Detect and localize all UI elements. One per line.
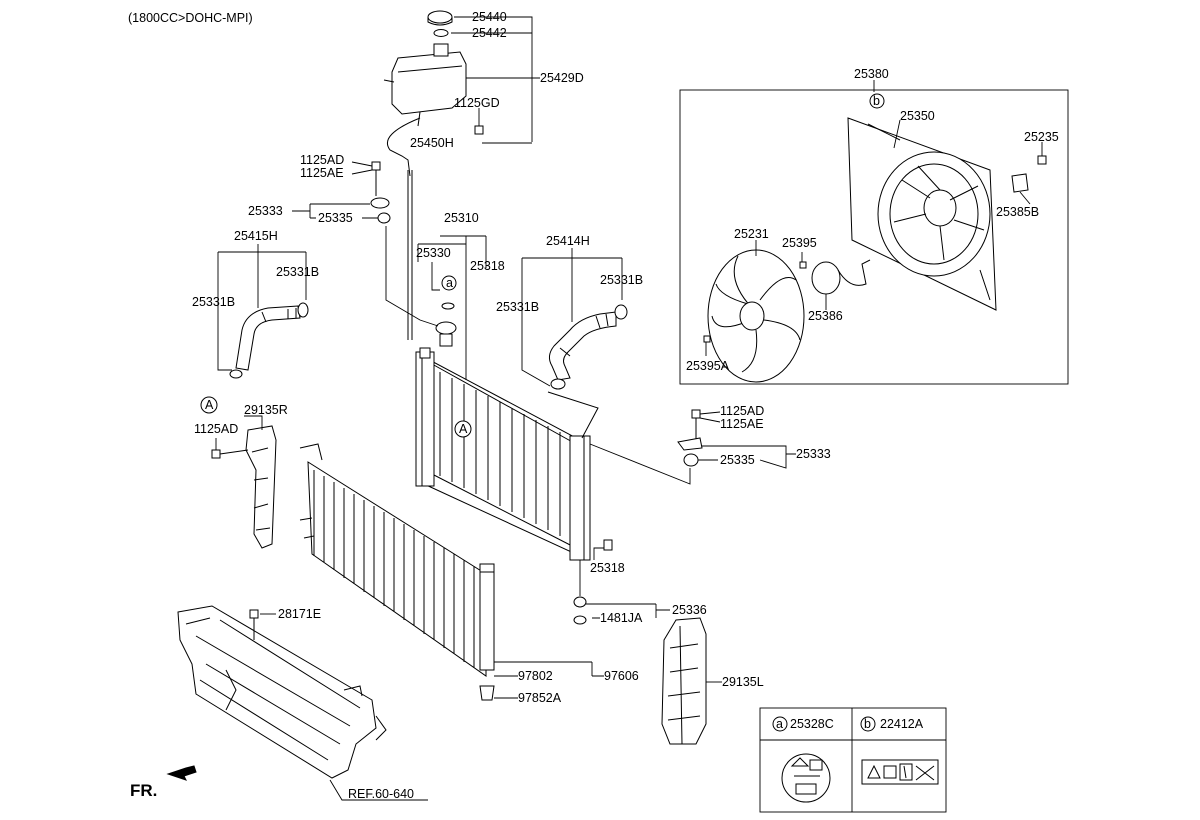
label-25442: 25442 xyxy=(472,26,507,40)
label-25335-left: 25335 xyxy=(318,211,353,225)
label-1125AE-right: 1125AE xyxy=(720,417,764,431)
label-25333-left: 25333 xyxy=(248,204,283,218)
svg-text:a: a xyxy=(776,717,783,731)
label-25395A: 25395A xyxy=(686,359,730,373)
legend-a-cell: a 25328C xyxy=(772,716,834,803)
overflow-hose xyxy=(386,117,421,177)
label-1125AD-left: 1125AD xyxy=(194,422,238,436)
label-1125GD: 1125GD xyxy=(454,96,500,110)
lower-bushing xyxy=(573,615,587,625)
reference-label: REF.60-640 xyxy=(348,787,414,801)
label-25335-right: 25335 xyxy=(720,453,755,467)
label-25333-right: 25333 xyxy=(796,447,831,461)
air-guard-right xyxy=(661,617,707,745)
svg-text:a: a xyxy=(446,276,453,290)
fan-resistor xyxy=(1011,173,1029,193)
label-28171E: 28171E xyxy=(278,607,321,621)
svg-text:b: b xyxy=(864,717,871,731)
mount-insulator-left xyxy=(377,212,391,224)
svg-text:b: b xyxy=(873,94,880,108)
label-25380: 25380 xyxy=(854,67,889,81)
label-25385B: 25385B xyxy=(996,205,1039,219)
lower-hose-left xyxy=(235,305,301,371)
air-guard-left xyxy=(245,425,277,549)
label-25330: 25330 xyxy=(416,246,451,260)
front-end-carrier xyxy=(177,605,387,779)
label-25450H: 25450H xyxy=(410,136,454,150)
mount-bracket-right xyxy=(677,437,703,451)
radiator-cap xyxy=(435,321,457,347)
label-25350: 25350 xyxy=(900,109,935,123)
label-97606: 97606 xyxy=(604,669,639,683)
tank-bolt xyxy=(474,125,484,135)
label-97852A: 97852A xyxy=(518,691,562,705)
label-29135L: 29135L xyxy=(722,675,764,689)
legend-a-part: 25328C xyxy=(790,717,834,731)
direction-label: FR. xyxy=(130,781,157,800)
label-25331B-a: 25331B xyxy=(276,265,319,279)
label-25386: 25386 xyxy=(808,309,843,323)
mount-bolt-top xyxy=(371,161,381,196)
label-25414H: 25414H xyxy=(546,234,590,248)
reservoir-cap xyxy=(427,10,453,26)
blade-nut xyxy=(703,335,711,343)
label-25429D: 25429D xyxy=(540,71,584,85)
hose-clamp-right-bottom xyxy=(550,378,566,390)
upper-hose-right xyxy=(548,311,617,381)
fan-blade xyxy=(707,249,805,383)
svg-text:A: A xyxy=(459,422,468,436)
label-25235: 25235 xyxy=(1024,130,1059,144)
label-25331B-c: 25331B xyxy=(600,273,643,287)
callout-a-radiator: a xyxy=(441,275,457,291)
mount-bolt-right xyxy=(691,409,701,440)
label-25331B-b: 25331B xyxy=(192,295,235,309)
fan-screw xyxy=(799,261,807,269)
guard-bolt-left xyxy=(211,449,221,459)
hose-clamp-left-top xyxy=(297,302,309,318)
condenser xyxy=(299,443,495,677)
radiator xyxy=(415,347,591,561)
label-25440: 25440 xyxy=(472,10,507,24)
label-1125AD-right: 1125AD xyxy=(720,404,764,418)
callout-A-radiator: A xyxy=(454,420,472,438)
shroud-screw xyxy=(1037,155,1047,165)
reservoir-seal xyxy=(433,29,449,37)
mount-bracket-left xyxy=(370,197,390,209)
label-1125AD-top: 1125AD xyxy=(300,153,344,167)
lower-insulator xyxy=(573,596,587,608)
callout-b-shroud: b xyxy=(869,93,885,109)
label-25331B-d: 25331B xyxy=(496,300,539,314)
label-1125AE-top: 1125AE xyxy=(300,166,344,180)
legend-b-cell: b 22412A xyxy=(860,716,939,785)
label-97802: 97802 xyxy=(518,669,553,683)
front-arrow-icon xyxy=(166,765,197,781)
legend-table xyxy=(759,707,947,813)
hose-clamp-left-bottom xyxy=(229,369,243,379)
callout-A-left: A xyxy=(200,396,218,414)
hose-clamp-right-top xyxy=(614,304,628,320)
label-25318-bottom: 25318 xyxy=(590,561,625,575)
cap-warning-icon xyxy=(781,753,831,803)
svg-text:A: A xyxy=(205,398,214,412)
reservoir-tank xyxy=(383,43,467,127)
mount-insulator-right xyxy=(683,453,699,467)
label-29135R: 29135R xyxy=(244,403,288,417)
label-25231: 25231 xyxy=(734,227,769,241)
fan-shroud xyxy=(847,117,997,311)
receiver-drier xyxy=(479,685,495,701)
engine-note: (1800CC>DOHC-MPI) xyxy=(128,11,253,25)
fan-motor xyxy=(811,259,871,295)
radiator-cap-seal xyxy=(441,302,455,310)
legend-b-part: 22412A xyxy=(880,717,924,731)
label-25415H: 25415H xyxy=(234,229,278,243)
label-25318-top: 25318 xyxy=(470,259,505,273)
label-1481JA: 1481JA xyxy=(600,611,643,625)
label-25336: 25336 xyxy=(672,603,707,617)
carrier-bolt xyxy=(249,609,259,640)
drain-plug xyxy=(603,539,613,551)
label-25310: 25310 xyxy=(444,211,479,225)
label-25395: 25395 xyxy=(782,236,817,250)
